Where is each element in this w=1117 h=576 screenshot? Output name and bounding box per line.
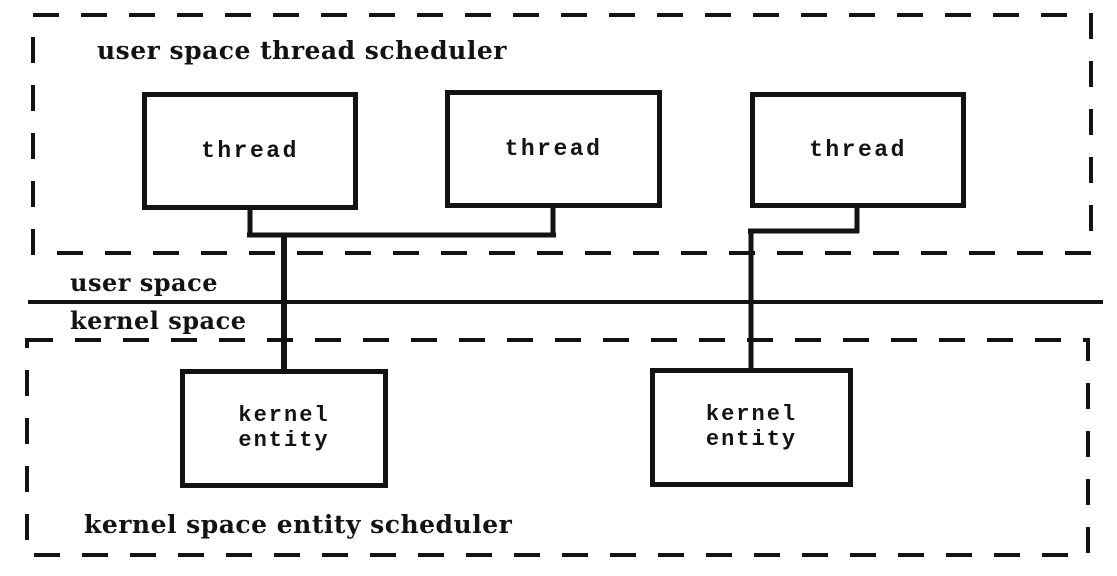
kernel-entity-2-label: kernel entity — [705, 401, 798, 452]
user-space-label: user space — [70, 268, 218, 297]
thread-3-box: thread — [750, 92, 966, 208]
edge-thread3-to-kernel-entity-2 — [748, 208, 860, 371]
thread-1-box: thread — [142, 92, 358, 210]
kernel-space-scheduler-boundary — [25, 338, 1090, 557]
kernel-space-scheduler-title: kernel space entity scheduler — [84, 510, 513, 539]
thread-2-box: thread — [445, 90, 662, 208]
edge-thread1-thread2-to-kernel-entity-1 — [247, 208, 556, 372]
kernel-space-label: kernel space — [70, 306, 247, 335]
kernel-entity-1-label: kernel entity — [238, 402, 330, 453]
kernel-entity-2-box: kernel entity — [650, 368, 853, 487]
user-space-scheduler-title: user space thread scheduler — [97, 36, 507, 65]
thread-1-label: thread — [201, 138, 299, 164]
thread-2-label: thread — [504, 136, 603, 162]
user-space-scheduler-boundary — [31, 13, 1093, 255]
thread-3-label: thread — [809, 137, 907, 163]
kernel-entity-1-box: kernel entity — [180, 369, 388, 488]
